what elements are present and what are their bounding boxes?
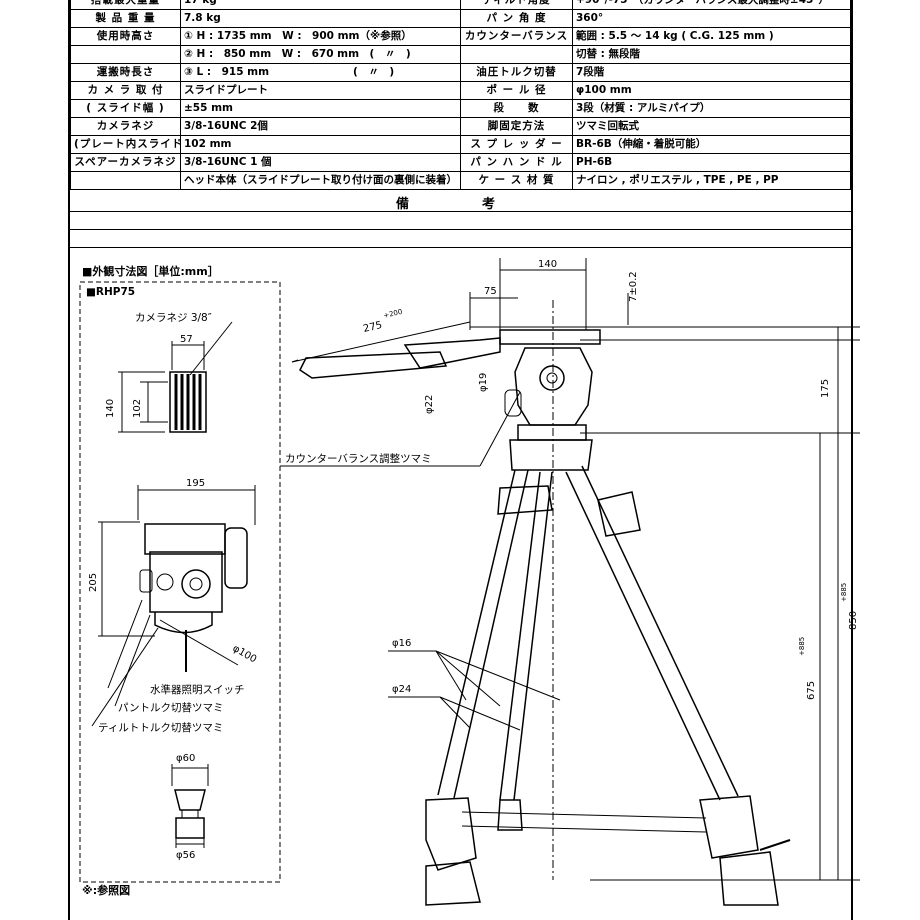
- spec-label: 製 品 重 量: [70, 9, 181, 28]
- dim-75: 75: [484, 286, 497, 297]
- dim-phi60: φ60: [176, 753, 195, 764]
- spec-value: ヘッド本体（スライドプレート取り付け面の裏側に装着）: [180, 171, 461, 190]
- spec-value: 360°: [572, 9, 851, 28]
- remarks-divider: [70, 189, 851, 190]
- dim-57: 57: [180, 334, 193, 345]
- dim-275-sup: +200: [383, 308, 404, 320]
- dim-7: 7±0.2: [628, 271, 639, 302]
- counter-knob-label: カウンターバランス調整ツマミ: [285, 452, 432, 465]
- dim-phi24: φ24: [392, 684, 411, 695]
- remarks-bottom: [70, 247, 851, 248]
- remarks-title: 備 考: [395, 197, 525, 212]
- dim-140-left: 140: [105, 399, 116, 418]
- dim-195: 195: [186, 478, 205, 489]
- note-heading: ※:参照図: [82, 884, 131, 897]
- dim-phi100: φ100: [231, 643, 259, 665]
- model-label: ■RHP75: [86, 286, 136, 298]
- dim-phi56: φ56: [176, 850, 195, 861]
- camera-plate-drawing: [118, 321, 233, 433]
- spec-value: ナイロン , ポリエステル , TPE , PE , PP: [572, 171, 851, 190]
- dim-175: 175: [820, 379, 831, 398]
- spec-label: (プレート内スライド幅): [70, 135, 181, 154]
- dim-phi19: φ19: [478, 373, 489, 392]
- spec-row: ヘッド本体（スライドプレート取り付け面の裏側に装着）ケ ー ス 材 質ナイロン …: [70, 171, 851, 190]
- dim-phi16: φ16: [392, 638, 411, 649]
- dim-205: 205: [88, 573, 99, 592]
- pan-torque-label: パントルク切替ツマミ: [118, 701, 224, 714]
- spec-label: カウンターバランス: [460, 27, 573, 46]
- dim-850: 850: [848, 611, 859, 630]
- camera-screw-label: カメラネジ 3/8″: [135, 312, 212, 324]
- tripod-drawing: [280, 258, 860, 906]
- dim-phi22: φ22: [424, 395, 435, 414]
- tilt-torque-label: ティルトトルク切替ツマミ: [98, 721, 223, 734]
- remarks-line-2: [70, 229, 851, 230]
- dim-140-top: 140: [538, 259, 557, 270]
- dim-850-sup: +885: [840, 583, 848, 602]
- dimensions-heading: ■外観寸法図［単位:mm］: [82, 265, 219, 278]
- spec-value: 3/8-16UNC 1 個: [180, 153, 461, 172]
- spec-label: ス プ レ ッ ダ ー: [460, 135, 573, 154]
- spec-label: カ メ ラ 取 付: [70, 81, 181, 100]
- spec-label: カメラネジ: [70, 117, 181, 136]
- head-detail-frame: [79, 281, 281, 883]
- dim-675-sup: +885: [798, 637, 806, 656]
- remarks-line-1: [70, 211, 851, 212]
- spare-screw-drawing: [171, 764, 209, 848]
- dim-675: 675: [806, 681, 817, 700]
- spec-value: ① H : 1735 mm W : 900 mm（※参照）: [180, 27, 461, 46]
- spec-value: ② H : 850 mm W : 670 mm ( 〃 ): [180, 45, 461, 64]
- spec-label: 運搬時長さ: [70, 63, 181, 82]
- dim-102: 102: [132, 399, 143, 418]
- head-drawing: [91, 485, 256, 727]
- spec-label: 脚固定方法: [460, 117, 573, 136]
- spec-row: (プレート内スライド幅)102 mmス プ レ ッ ダ ーBR-6B（伸縮・着脱…: [70, 135, 851, 154]
- dim-275: 275: [362, 320, 383, 335]
- level-switch-label: 水準器照明スイッチ: [150, 683, 245, 696]
